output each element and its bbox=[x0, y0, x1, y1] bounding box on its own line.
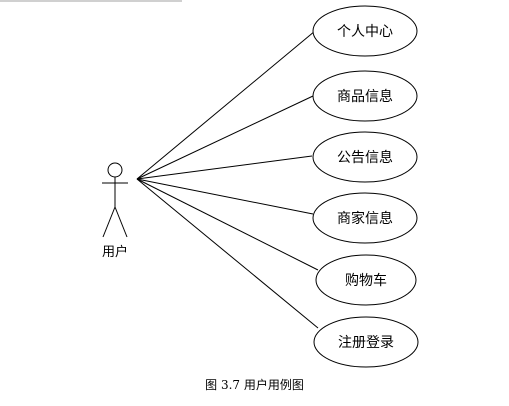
association-lines bbox=[136, 30, 319, 329]
figure-caption: 图 3.7 用户用例图 bbox=[0, 376, 509, 393]
actor-left-leg bbox=[102, 206, 116, 238]
top-divider bbox=[0, 0, 182, 2]
actor-label: 用户 bbox=[102, 244, 128, 260]
figure-number: 图 3.7 bbox=[205, 378, 241, 392]
use-case-ellipse bbox=[313, 316, 419, 368]
use-case-label: 注册登录 bbox=[338, 335, 394, 351]
use-case-label: 公告信息 bbox=[337, 149, 393, 166]
use-case-label: 个人中心 bbox=[337, 24, 393, 40]
use-case-label: 商品信息 bbox=[337, 88, 393, 105]
actor-figure bbox=[102, 162, 128, 238]
figure-title: 用户用例图 bbox=[243, 378, 304, 392]
use-case-3: 公告信息 bbox=[312, 131, 418, 183]
use-case-6: 注册登录 bbox=[313, 316, 419, 368]
use-case-ellipse bbox=[312, 70, 418, 122]
use-case-ellipse bbox=[312, 5, 418, 57]
association-line-2 bbox=[136, 95, 314, 180]
association-line-5 bbox=[136, 178, 319, 271]
actor-right-leg bbox=[114, 206, 128, 238]
association-line-1 bbox=[136, 30, 316, 180]
association-line-4 bbox=[136, 178, 314, 215]
use-case-ellipse bbox=[312, 192, 418, 244]
use-case-label: 商家信息 bbox=[337, 210, 393, 227]
actor-head bbox=[107, 162, 123, 178]
association-line-6 bbox=[136, 178, 319, 329]
use-case-label: 购物车 bbox=[345, 272, 387, 289]
use-case-ellipse bbox=[315, 254, 417, 306]
association-line-3 bbox=[136, 155, 313, 180]
use-case-2: 商品信息 bbox=[312, 70, 418, 122]
use-case-4: 商家信息 bbox=[312, 192, 418, 244]
use-case-5: 购物车 bbox=[315, 254, 417, 306]
use-case-1: 个人中心 bbox=[312, 5, 418, 57]
use-case-ellipse bbox=[312, 131, 418, 183]
